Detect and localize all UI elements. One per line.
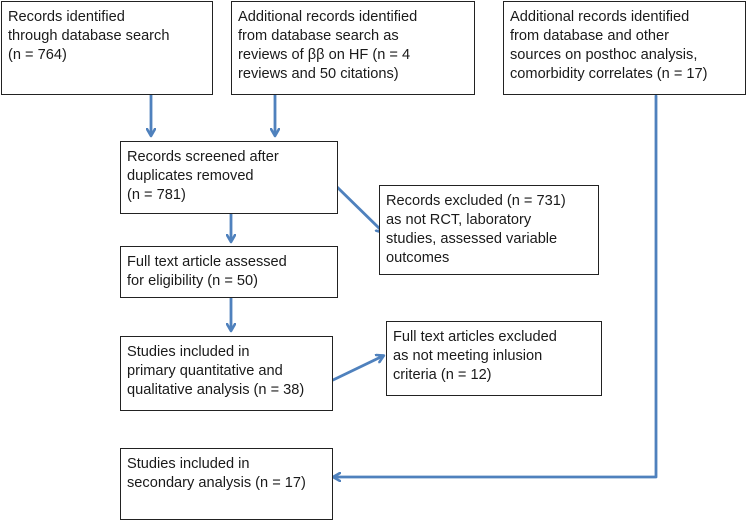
records-identified-box: Records identified through database sear… bbox=[1, 1, 213, 95]
studies-primary-box: Studies included in primary quantitative… bbox=[120, 336, 333, 411]
studies-secondary-box: Studies included in secondary analysis (… bbox=[120, 448, 333, 520]
records-screened-box: Records screened after duplicates remove… bbox=[120, 141, 338, 214]
full-text-excluded-box: Full text articles excluded as not meeti… bbox=[386, 321, 602, 396]
records-excluded-box: Records excluded (n = 731) as not RCT, l… bbox=[379, 185, 599, 275]
arrow-posthoc-to-secondary bbox=[334, 94, 658, 477]
full-text-assessed-box: Full text article assessed for eligibili… bbox=[120, 246, 338, 298]
additional-records-posthoc-box: Additional records identified from datab… bbox=[503, 1, 746, 95]
additional-records-reviews-box: Additional records identified from datab… bbox=[231, 1, 475, 95]
arrow-screened-to-excluded bbox=[333, 183, 383, 232]
arrow-primary-to-text-excluded bbox=[331, 356, 383, 382]
